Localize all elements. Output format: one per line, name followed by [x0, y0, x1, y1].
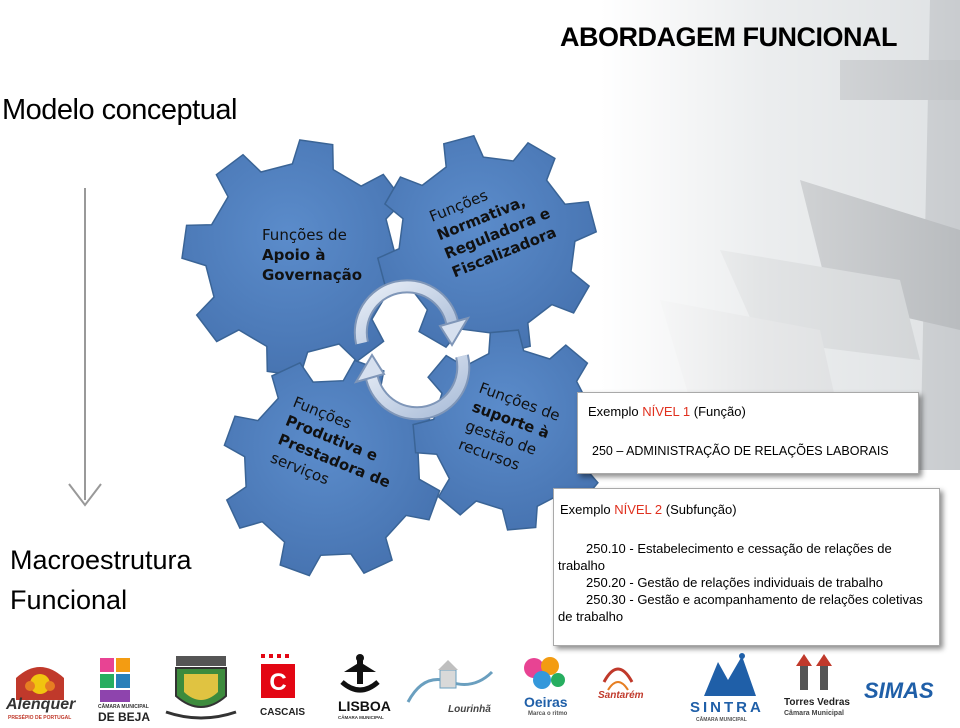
municipality-logos: Alenquer PRESÉPIO DE PORTUGAL CÂMARA MUN…	[0, 652, 960, 728]
slide-subtitle: Modelo conceptual	[2, 94, 237, 126]
example-level1-item: 250 – ADMINISTRAÇÃO DE RELAÇÕES LABORAIS	[592, 444, 889, 458]
gear-label-line: Funções de	[262, 226, 347, 244]
logo-name: DE BEJA	[98, 710, 151, 724]
background-photo	[600, 0, 960, 470]
svg-text:C: C	[269, 669, 286, 696]
logo-lisboa: LISBOA CÂMARA MUNICIPAL	[334, 652, 391, 724]
gear-2: FunçõesNormativa,Reguladora eFiscalizado…	[376, 134, 598, 356]
level-label: NÍVEL 2	[614, 502, 663, 517]
logo-name: Alenquer	[6, 696, 76, 713]
level-label: NÍVEL 1	[642, 404, 691, 419]
logo-santarem: Santarém	[594, 652, 644, 724]
gear-label-line: Governação	[262, 266, 362, 284]
example-level2-heading: Exemplo NÍVEL 2 (Subfunção)	[560, 502, 737, 517]
logo-name: Torres Vedras	[784, 697, 850, 708]
gear-4: Funções desuporte àgestão derecursos	[412, 329, 614, 531]
torres-vedras-emblem-icon	[796, 654, 832, 690]
subfunction-item: 250.10 - Estabelecimento e cessação de r…	[558, 541, 892, 573]
santarem-emblem-icon	[602, 667, 634, 691]
logo-name: SINTRA	[690, 699, 764, 716]
crest-icon	[165, 656, 237, 720]
logo-sub: Câmara Municipal	[784, 710, 844, 717]
example-level1-box: Exemplo NÍVEL 1 (Função) 250 – ADMINISTR…	[577, 392, 919, 474]
macrostructure-label-line1: Macroestrutura	[10, 545, 192, 575]
logo-simas: SIMAS	[862, 652, 942, 724]
logo-beja: CÂMARA MUNICIPAL DE BEJA	[96, 652, 150, 724]
example-prefix: Exemplo	[588, 404, 639, 419]
functional-diagram: Funções de Apoio à Governação FunçõesNormat…	[68, 134, 614, 577]
logo-sub: PRESÉPIO DE PORTUGAL	[8, 715, 72, 721]
logo-sub: CÂMARA MUNICIPAL	[338, 715, 384, 720]
beja-emblem-icon	[100, 658, 130, 702]
logo-name: CASCAIS	[260, 707, 306, 718]
macrostructure-label-line2: Funcional	[10, 585, 128, 615]
gear-3: FunçõesProdutiva ePrestadora deserviços	[223, 359, 441, 577]
sintra-emblem-icon	[704, 653, 756, 696]
subfunction-item: 250.20 - Gestão de relações individuais …	[586, 575, 884, 590]
lourinha-emblem-icon	[406, 660, 494, 703]
oeiras-emblem-icon	[524, 657, 565, 689]
logo-alenquer: Alenquer PRESÉPIO DE PORTUGAL	[2, 652, 78, 724]
logo-sub: Marca o ritmo	[528, 711, 568, 717]
subfunction-list: 250.10 - Estabelecimento e cessação de r…	[558, 540, 930, 625]
example-level1-heading: Exemplo NÍVEL 1 (Função)	[588, 404, 746, 419]
subfunction-item: 250.30 - Gestão e acompanhamento de rela…	[558, 592, 923, 624]
logo-cascais: C CASCAIS	[258, 652, 305, 724]
lisboa-emblem-icon	[340, 654, 380, 693]
logo-oeiras: Oeiras Marca o ritmo	[514, 652, 574, 724]
alenquer-emblem-icon	[16, 667, 64, 700]
gear-label: Funções de Apoio à Governação	[262, 226, 362, 284]
logo-lourinha: Lourinhã	[404, 652, 496, 724]
logo-sub: CÂMARA MUNICIPAL	[696, 717, 747, 723]
logo-sintra: SINTRA CÂMARA MUNICIPAL	[684, 652, 774, 724]
macrostructure-label: Macroestrutura Funcional	[10, 540, 192, 620]
slide-title: ABORDAGEM FUNCIONAL	[560, 22, 897, 52]
level-type: (Subfunção)	[665, 502, 737, 517]
cycle-arrows-icon	[353, 279, 471, 421]
logo-name: LISBOA	[338, 698, 391, 714]
example-prefix: Exemplo	[560, 502, 611, 517]
logo-name: Lourinhã	[448, 704, 491, 715]
down-arrow-icon	[68, 188, 102, 507]
logo-crest	[164, 652, 238, 724]
logo-torres-vedras: Torres Vedras Câmara Municipal	[782, 652, 850, 724]
example-level2-box: Exemplo NÍVEL 2 (Subfunção) 250.10 - Est…	[553, 488, 940, 646]
logo-sub: CÂMARA MUNICIPAL	[98, 704, 149, 710]
logo-name: Oeiras	[524, 694, 568, 710]
logo-name: Santarém	[598, 690, 644, 701]
cascais-emblem-icon: C	[261, 654, 295, 698]
gear-label-line: Apoio à	[262, 246, 325, 264]
level-type: (Função)	[693, 404, 746, 419]
logo-name: SIMAS	[864, 678, 934, 703]
